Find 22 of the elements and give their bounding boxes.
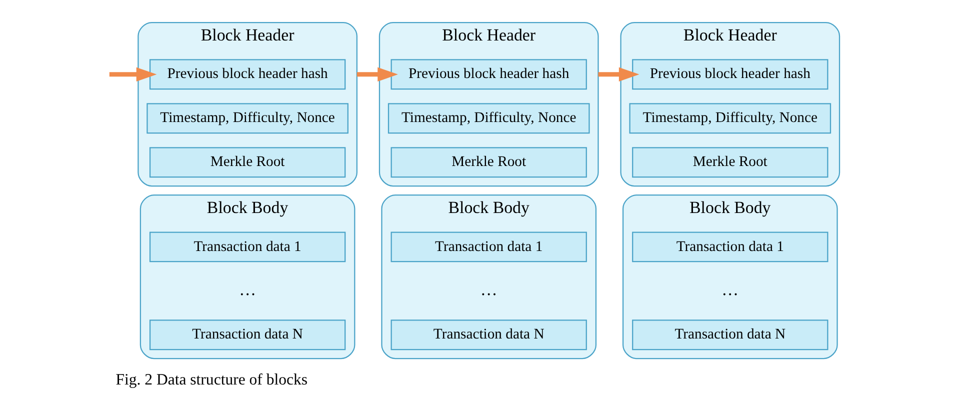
node-box: Merkle Root [390,146,586,178]
node-box: Timestamp, Difficulty, Nonce [387,102,590,134]
label: … [480,279,497,298]
node-box: Previous block header hash [148,58,346,90]
node-box: Transaction data N [632,319,828,350]
caption: Fig. 2 Data structure of blocks [115,371,308,388]
label: … [238,279,256,298]
node-box: Transaction data 1 [390,231,586,262]
node-box: Previous block header hash [390,58,586,90]
node-box: Timestamp, Difficulty, Nonce [628,102,831,134]
node-box: Transaction data 1 [632,231,828,262]
arrow [356,66,398,82]
node-box: Transaction data N [390,319,586,350]
arrow [108,66,156,82]
label: … [721,279,738,298]
node-box: Merkle Root [632,146,828,178]
node-box: Timestamp, Difficulty, Nonce [146,102,348,134]
node-box: Transaction data 1 [148,231,346,262]
node-box: Transaction data N [148,319,346,350]
node-box: Merkle Root [148,146,346,178]
arrow [598,66,639,82]
node-box: Previous block header hash [632,58,828,90]
